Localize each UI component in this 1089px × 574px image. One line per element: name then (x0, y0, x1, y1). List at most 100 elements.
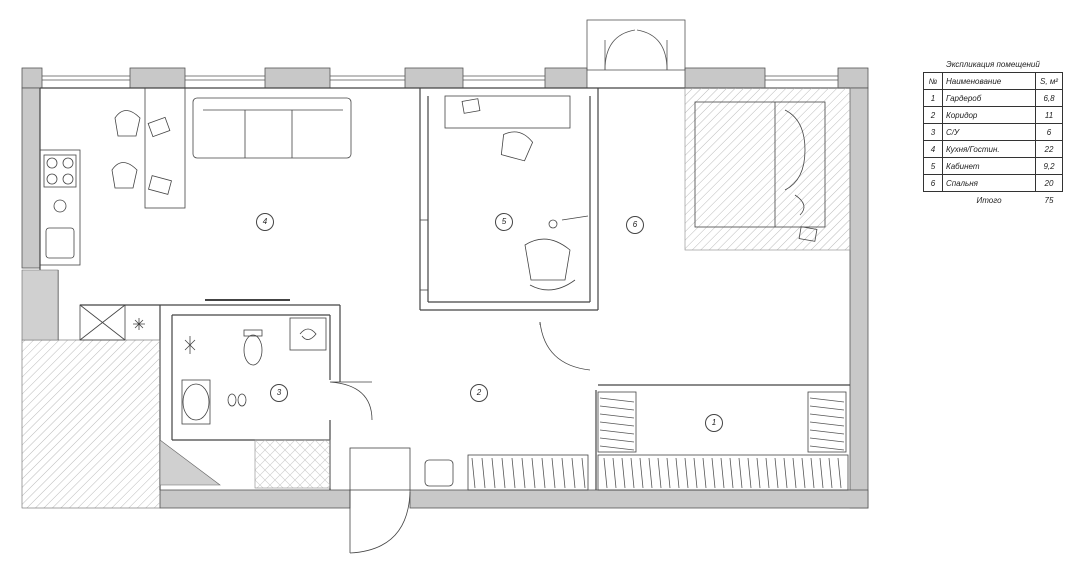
legend-total-row: Итого 75 (924, 192, 1063, 209)
hanger-line (809, 421, 845, 427)
hanger-line (603, 457, 608, 489)
room-marker-3: 3 (270, 384, 288, 402)
balcony-door (586, 19, 686, 71)
legend-total-area: 75 (1044, 195, 1054, 205)
hanger-line (828, 457, 833, 489)
hanger-line (541, 457, 546, 489)
hatched-area-left (21, 339, 161, 509)
hanger-line (809, 445, 845, 451)
legend-row-num: 3 (923, 123, 943, 141)
hanger-line (531, 457, 536, 489)
legend-header-row: № Наименование S, м² (923, 72, 1063, 90)
hanger-line (720, 457, 725, 489)
legend-row-area: 20 (1035, 174, 1063, 192)
hanger-line (702, 457, 707, 489)
hanger-line (612, 457, 617, 489)
corridor-door (539, 321, 591, 371)
room-marker-2: 2 (470, 384, 488, 402)
kitchen-counter (39, 149, 81, 266)
legend-row-name: Коридор (942, 106, 1036, 124)
wardrobe (597, 384, 849, 491)
bathroom-wall-corner (159, 439, 221, 486)
hanger-line (747, 457, 752, 489)
hanger-line (792, 457, 797, 489)
hanger-line (809, 413, 845, 419)
bathroom-door (329, 381, 373, 421)
legend-row: 3 С/У 6 (923, 123, 1063, 141)
hanger-line (809, 397, 845, 403)
legend-table: № Наименование S, м² 1 Гардероб 6,8 2 Ко… (923, 72, 1063, 208)
legend-header-num: № (923, 72, 943, 90)
hanger-line (684, 457, 689, 489)
legend-header-area: S, м² (1035, 72, 1063, 90)
bed (694, 101, 826, 242)
hanger-line (639, 457, 644, 489)
hanger-line (599, 437, 635, 443)
hanger-line (809, 429, 845, 435)
dining-table (111, 87, 186, 209)
office-window-wall (420, 219, 428, 291)
hanger-line (630, 457, 635, 489)
hanger-line (819, 457, 824, 489)
legend-row-num: 6 (923, 174, 943, 192)
hanger-line (561, 457, 566, 489)
kitchen-cabinet (79, 304, 145, 341)
legend-row-area: 22 (1035, 140, 1063, 158)
hanger-line (581, 457, 586, 489)
wardrobe-hangers (471, 397, 845, 489)
hanger-line (599, 421, 635, 427)
hanger-line (675, 457, 680, 489)
legend-row-area: 6 (1035, 123, 1063, 141)
legend-row-name: Спальня (942, 174, 1036, 192)
hanger-line (783, 457, 788, 489)
legend-row: 5 Кабинет 9,2 (923, 157, 1063, 175)
hanger-line (501, 457, 506, 489)
hanger-line (599, 445, 635, 451)
sofa (192, 97, 352, 159)
bedroom-rug (684, 87, 851, 251)
legend-header-name: Наименование (942, 72, 1036, 90)
hanger-line (648, 457, 653, 489)
hanger-line (491, 457, 496, 489)
hanger-line (481, 457, 486, 489)
hanger-line (511, 457, 516, 489)
hanger-line (809, 437, 845, 443)
legend-row: 6 Спальня 20 (923, 174, 1063, 192)
hanger-line (729, 457, 734, 489)
hanger-line (756, 457, 761, 489)
legend-row-num: 5 (923, 157, 943, 175)
room-marker-4: 4 (256, 213, 274, 231)
legend-title: Экспликация помещений (946, 60, 1040, 69)
legend-row-num: 1 (923, 89, 943, 107)
legend-total-label: Итого (976, 195, 1002, 205)
bathroom-fixtures (181, 317, 327, 425)
hanger-line (621, 457, 626, 489)
legend-total-spacer (924, 192, 943, 209)
legend-row-area: 11 (1035, 106, 1063, 124)
legend-row-num: 2 (923, 106, 943, 124)
entrance (349, 447, 589, 554)
hanger-line (599, 397, 635, 403)
legend-row-name: Гардероб (942, 89, 1036, 107)
hanger-line (666, 457, 671, 489)
room-legend: Экспликация помещений № Наименование S, … (923, 60, 1063, 208)
hanger-line (521, 457, 526, 489)
legend-row: 1 Гардероб 6,8 (923, 89, 1063, 107)
legend-row-area: 9,2 (1035, 157, 1063, 175)
legend-row-name: Кухня/Гостин. (942, 140, 1036, 158)
hanger-line (774, 457, 779, 489)
legend-row-name: Кабинет (942, 157, 1036, 175)
windows (42, 75, 838, 81)
hanger-line (657, 457, 662, 489)
room-marker-5: 5 (495, 213, 513, 231)
hanger-line (711, 457, 716, 489)
shower-tiles (254, 439, 331, 489)
hanger-line (738, 457, 743, 489)
hanger-line (810, 457, 815, 489)
hanger-line (801, 457, 806, 489)
hanger-line (471, 457, 476, 489)
office-furniture (444, 95, 589, 291)
legend-row: 2 Коридор 11 (923, 106, 1063, 124)
hanger-line (837, 457, 842, 489)
